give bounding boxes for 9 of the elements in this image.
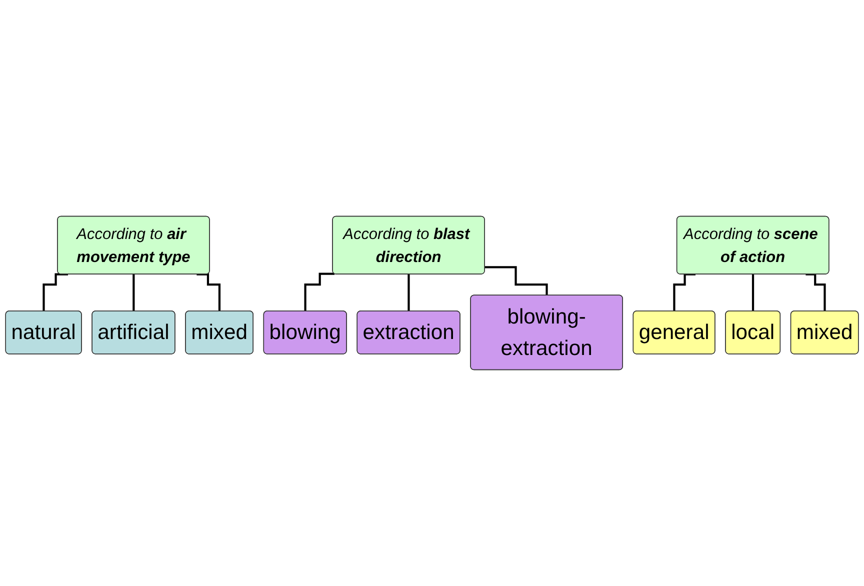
connector [196,273,221,312]
connector [132,273,135,312]
connector [304,272,335,312]
connector [484,266,548,297]
connector [42,273,68,312]
connector [752,273,754,312]
connector [408,273,410,312]
connector [806,273,826,312]
connector [673,273,696,312]
